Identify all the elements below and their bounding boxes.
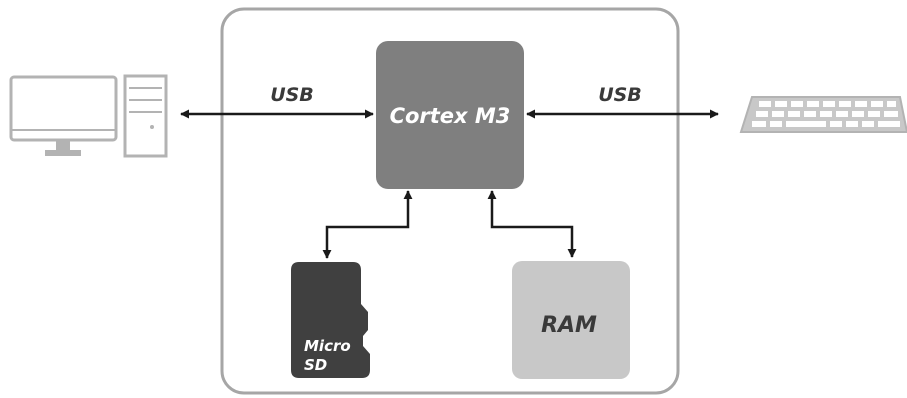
sd-label-line1: Micro	[304, 337, 351, 355]
keyboard-icon	[739, 96, 907, 133]
sd-label-line2: SD	[304, 356, 327, 374]
ram-label: RAM	[541, 313, 597, 338]
cpu-block	[376, 41, 524, 189]
sd-bus-arrow	[322, 190, 413, 259]
usb-label-left: USB	[270, 84, 314, 106]
ram-bus-arrow	[487, 190, 577, 258]
usb-label-right: USB	[598, 84, 642, 106]
cpu-label: Cortex M3	[390, 104, 511, 128]
desktop-computer-icon	[9, 74, 168, 158]
ram-block	[512, 261, 630, 379]
micro-sd-card-icon	[291, 262, 370, 378]
